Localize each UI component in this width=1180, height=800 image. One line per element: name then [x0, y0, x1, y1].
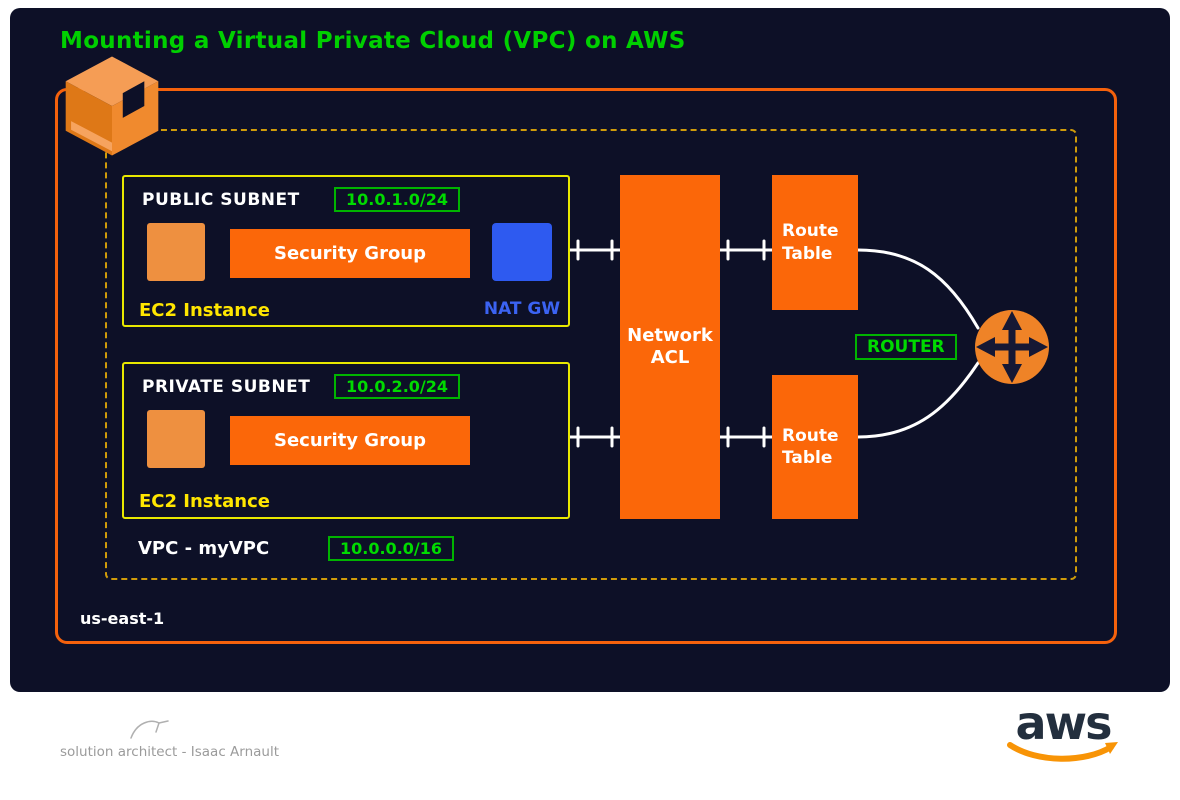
nat-gateway-label: NAT GW: [483, 299, 561, 319]
ec2-instance-label: EC2 Instance: [139, 300, 270, 321]
private-subnet-label: PRIVATE SUBNET: [142, 377, 311, 397]
diagram-canvas: Mounting a Virtual Private Cloud (VPC) o…: [10, 8, 1170, 692]
security-group-box: Security Group: [230, 416, 470, 465]
network-acl-box: Network ACL: [620, 175, 720, 519]
aws-cube-icon: [65, 56, 159, 156]
region-boundary: [55, 88, 1117, 644]
public-subnet-cidr-badge: 10.0.1.0/24: [334, 187, 461, 212]
vpc-boundary: [105, 129, 1077, 580]
ec2-instance-label: EC2 Instance: [139, 491, 270, 512]
security-group-box: Security Group: [230, 229, 470, 278]
aws-smile-icon: [1007, 741, 1118, 762]
ec2-instance-icon: [147, 410, 205, 468]
vpc-label: VPC - myVPC: [138, 538, 270, 559]
aws-logo-text: aws: [1015, 696, 1113, 750]
route-table-box-top: Route Table: [772, 175, 858, 310]
region-label: us-east-1: [80, 609, 165, 628]
ec2-instance-icon: [147, 223, 205, 281]
signature-icon: [130, 720, 169, 739]
credit-text: solution architect - Isaac Arnault: [60, 744, 280, 760]
public-subnet-box: PUBLIC SUBNET 10.0.1.0/24 Security Group…: [122, 175, 570, 327]
nat-gateway-icon: [492, 223, 552, 281]
router-label-badge: ROUTER: [855, 334, 957, 360]
private-subnet-box: PRIVATE SUBNET 10.0.2.0/24 Security Grou…: [122, 362, 570, 519]
public-subnet-label: PUBLIC SUBNET: [142, 190, 300, 210]
private-subnet-cidr-badge: 10.0.2.0/24: [334, 374, 461, 399]
page-title: Mounting a Virtual Private Cloud (VPC) o…: [60, 28, 686, 54]
aws-logo: aws: [1003, 698, 1123, 767]
vpc-cidr-badge: 10.0.0.0/16: [328, 536, 455, 561]
route-table-box-bottom: Route Table: [772, 375, 858, 519]
